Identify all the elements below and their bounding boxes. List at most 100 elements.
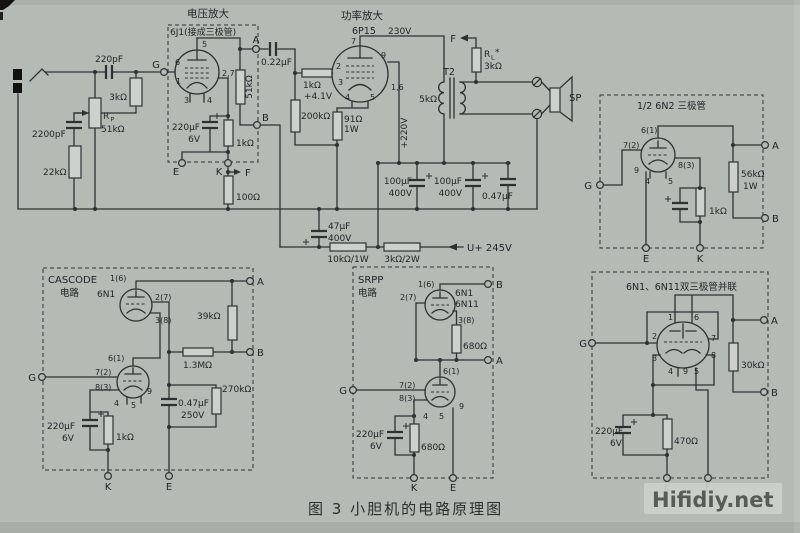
res-1k	[103, 415, 114, 445]
pin4: 4	[207, 96, 212, 105]
parallel-title: 6N1、6N11双三极管并联	[626, 281, 737, 293]
terminal-K	[662, 474, 671, 483]
power-supply	[279, 161, 516, 252]
label-91ohm: 91Ω	[344, 115, 362, 125]
label-39k: 39kΩ	[197, 312, 221, 322]
res-680-lower	[409, 423, 420, 453]
pin5: 5	[694, 367, 699, 376]
label-0.47uF-psu: 0.47µF	[482, 192, 513, 202]
stage2-power-amp	[258, 35, 445, 211]
res-56k	[728, 161, 739, 193]
label-0.22uF: 0.22µF	[261, 58, 292, 68]
terminal-E	[641, 244, 650, 253]
terminal-B	[760, 214, 769, 223]
terminal-B	[246, 348, 255, 357]
res-3k-2W	[383, 242, 421, 252]
terminal-E-label: E	[643, 254, 649, 265]
label-91ohm-watt: 1W	[344, 125, 359, 135]
label-56k: 56kΩ	[741, 170, 765, 180]
terminal-K-label: K	[105, 482, 112, 493]
input-jack-icon	[13, 83, 22, 93]
terminal-G	[595, 181, 604, 190]
res-470	[662, 418, 673, 450]
watermark-background	[644, 483, 782, 514]
cap-100uF-1	[409, 178, 425, 188]
cap-220uF	[615, 425, 631, 435]
box-srpp-dashed	[352, 266, 494, 479]
tube1-label: 6N1	[455, 289, 473, 299]
res-1k-grid	[301, 68, 333, 78]
pin9: 9	[381, 51, 386, 60]
terminal-B-label: B	[772, 214, 779, 225]
terminal-G-label: G	[339, 386, 347, 397]
res-100	[223, 175, 234, 205]
pin61: 6(1)	[641, 126, 657, 135]
label-47uF: 47µF	[328, 222, 350, 232]
label-100uF-2v: 400V	[439, 189, 463, 199]
pin27u: 2(7)	[400, 293, 416, 302]
res-RL-3k	[471, 47, 482, 73]
stage1-title: 电压放大	[187, 7, 229, 20]
label-56k-watt: 1W	[743, 182, 758, 192]
arrow-F2	[460, 34, 468, 42]
label-4.1V: +4.1V	[304, 92, 333, 102]
pin16u: 1(6)	[418, 280, 434, 289]
label-6V: 6V	[610, 439, 623, 449]
label-5k: 5kΩ	[419, 95, 437, 105]
pin2: 2	[336, 62, 341, 71]
label-T2: T2	[442, 67, 455, 78]
label-6V: 6V	[62, 434, 75, 444]
label-RP-sub: P	[111, 116, 115, 124]
label-680-upper: 680Ω	[463, 342, 487, 352]
terminal-B-label: B	[771, 388, 778, 399]
terminal-G-label: G	[152, 60, 160, 71]
label-47uF-v: 400V	[328, 234, 352, 244]
terminal-E	[703, 474, 712, 483]
label-220uF: 220µF	[47, 422, 75, 432]
terminal-A-label: A	[772, 141, 779, 152]
terminal-A	[759, 316, 768, 325]
pot-wiper-arrow	[82, 110, 89, 116]
terminal-K-label: K	[216, 167, 223, 178]
box-6n2-dashed	[599, 94, 764, 249]
arrow-U245	[448, 243, 457, 251]
label-1.3M: 1.3MΩ	[183, 361, 212, 371]
pin1: 1	[176, 77, 181, 86]
box-6n2: 1/2 6N2 三极管 6(1) 7(2) 9 4 5 8(3) 56kΩ 1W…	[584, 94, 779, 265]
terminal-B-label: B	[496, 280, 503, 291]
res-270k	[211, 387, 222, 415]
pin5l: 5	[131, 401, 136, 410]
figure-caption: 图 3 小胆机的电路原理图	[308, 500, 503, 518]
terminal-A-label: A	[771, 316, 778, 327]
label-220uF: 220µF	[172, 123, 200, 133]
pin3: 3	[652, 354, 657, 363]
label-1k-cathode: 1kΩ	[236, 139, 254, 149]
pin4c: 4	[645, 177, 650, 186]
input-jack-icon	[13, 69, 22, 80]
srpp-title: SRPP	[358, 275, 383, 286]
pin9l: 9	[147, 387, 152, 396]
box-cascode: CASCODE 电路 6N1 1(6) 2(7) 3(8) 39kΩ 1.3MΩ…	[28, 267, 264, 493]
cap-220uF	[82, 418, 98, 428]
srpp-title2: 电路	[358, 287, 378, 299]
pin38u: 3(8)	[155, 316, 171, 325]
box-cascode-dashed	[42, 267, 254, 471]
res-10k-1W	[329, 242, 367, 252]
label-51k: 51kΩ	[245, 75, 255, 99]
pin72l: 7(2)	[399, 381, 415, 390]
watermark: Hifidiy.net	[652, 488, 774, 512]
label-1k-grid: 1kΩ	[303, 81, 321, 91]
label-30k: 30kΩ	[741, 361, 765, 371]
label-250V: 250V	[181, 411, 205, 421]
cap-0.47uF	[500, 177, 516, 187]
label-270k: 270kΩ	[222, 385, 251, 395]
terminal-B	[253, 120, 262, 129]
res-1k	[223, 119, 234, 147]
label-470: 470Ω	[674, 437, 698, 447]
t2-secondary-coil	[459, 81, 466, 115]
label-220pF: 220pF	[95, 55, 123, 65]
label-100ohm: 100Ω	[236, 193, 260, 203]
pin3: 3	[184, 96, 189, 105]
box-6n2-title: 1/2 6N2 三极管	[637, 100, 706, 112]
